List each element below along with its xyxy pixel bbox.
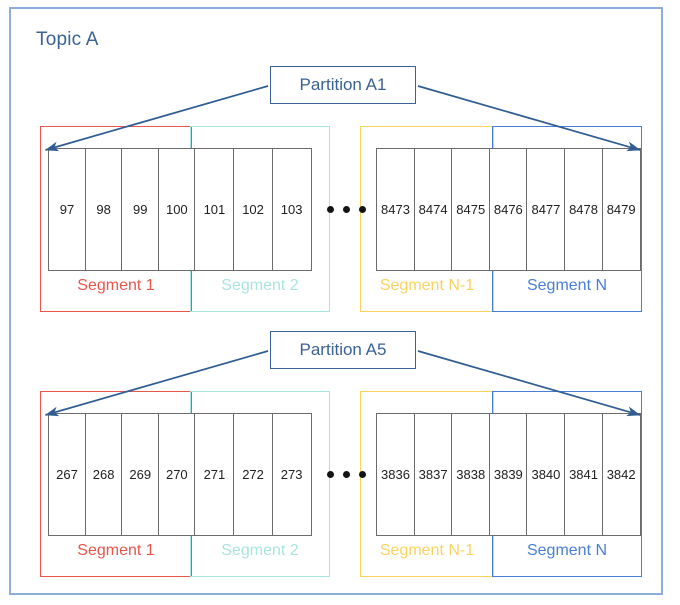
offset-cell[interactable]: 272 <box>233 413 274 536</box>
offset-cell[interactable]: 3839 <box>488 413 528 536</box>
offset-cell[interactable]: 97 <box>48 148 86 271</box>
partition-label-a5-text: Partition A5 <box>299 340 387 359</box>
offset-cell[interactable]: 8475 <box>451 148 491 271</box>
offset-cell[interactable]: 3836 <box>376 413 415 536</box>
segment-label-1: Segment 1 <box>77 542 155 559</box>
segment-label-2: Segment 2 <box>221 277 299 294</box>
offset-cell[interactable]: 3837 <box>413 413 453 536</box>
offset-cell[interactable]: 3840 <box>526 413 566 536</box>
offset-cell[interactable]: 268 <box>84 413 123 536</box>
offset-cells-left-a5: 267 268 269 270 271 272 273 <box>48 413 312 536</box>
ellipsis-dot <box>327 471 334 478</box>
ellipsis-dots-a1 <box>327 206 366 213</box>
partition-label-a5[interactable]: Partition A5 <box>270 331 416 369</box>
topic-title: Topic A <box>36 29 99 50</box>
offset-cell[interactable]: 102 <box>233 148 274 271</box>
offset-cell[interactable]: 101 <box>194 148 235 271</box>
offset-cell[interactable]: 273 <box>271 413 312 536</box>
offset-cell[interactable]: 271 <box>194 413 235 536</box>
ellipsis-dot <box>359 206 366 213</box>
partition-label-a1-text: Partition A1 <box>299 75 387 94</box>
offset-cell[interactable]: 8474 <box>413 148 453 271</box>
segment-label-1: Segment 1 <box>77 277 155 294</box>
offset-cell[interactable]: 8476 <box>488 148 528 271</box>
offset-cells-right-a1: 8473 8474 8475 8476 8477 8478 8479 <box>376 148 641 271</box>
offset-cells-left-a1: 97 98 99 100 101 102 103 <box>48 148 312 271</box>
ellipsis-dot <box>327 206 334 213</box>
offset-cell[interactable]: 3842 <box>601 413 641 536</box>
offset-cell[interactable]: 98 <box>84 148 123 271</box>
ellipsis-dot <box>343 471 350 478</box>
partition-label-a1[interactable]: Partition A1 <box>270 66 416 104</box>
offset-cell[interactable]: 269 <box>121 413 160 536</box>
offset-cell[interactable]: 3838 <box>451 413 491 536</box>
segment-label-n: Segment N <box>526 542 608 559</box>
ellipsis-dot <box>359 471 366 478</box>
offset-cell[interactable]: 267 <box>48 413 86 536</box>
offset-cell[interactable]: 8477 <box>526 148 566 271</box>
segment-label-n-minus-1: Segment N-1 <box>379 277 475 294</box>
offset-cell[interactable]: 8479 <box>601 148 641 271</box>
offset-cell[interactable]: 8478 <box>564 148 604 271</box>
segment-label-n: Segment N <box>526 277 608 294</box>
offset-cell[interactable]: 8473 <box>376 148 415 271</box>
offset-cell[interactable]: 270 <box>157 413 196 536</box>
offset-cell[interactable]: 100 <box>157 148 196 271</box>
offset-cells-right-a5: 3836 3837 3838 3839 3840 3841 3842 <box>376 413 641 536</box>
offset-cell[interactable]: 3841 <box>564 413 604 536</box>
offset-cell[interactable]: 99 <box>121 148 160 271</box>
segment-label-2: Segment 2 <box>221 542 299 559</box>
segment-label-n-minus-1: Segment N-1 <box>379 542 475 559</box>
ellipsis-dot <box>343 206 350 213</box>
offset-cell[interactable]: 103 <box>271 148 312 271</box>
ellipsis-dots-a5 <box>327 471 366 478</box>
